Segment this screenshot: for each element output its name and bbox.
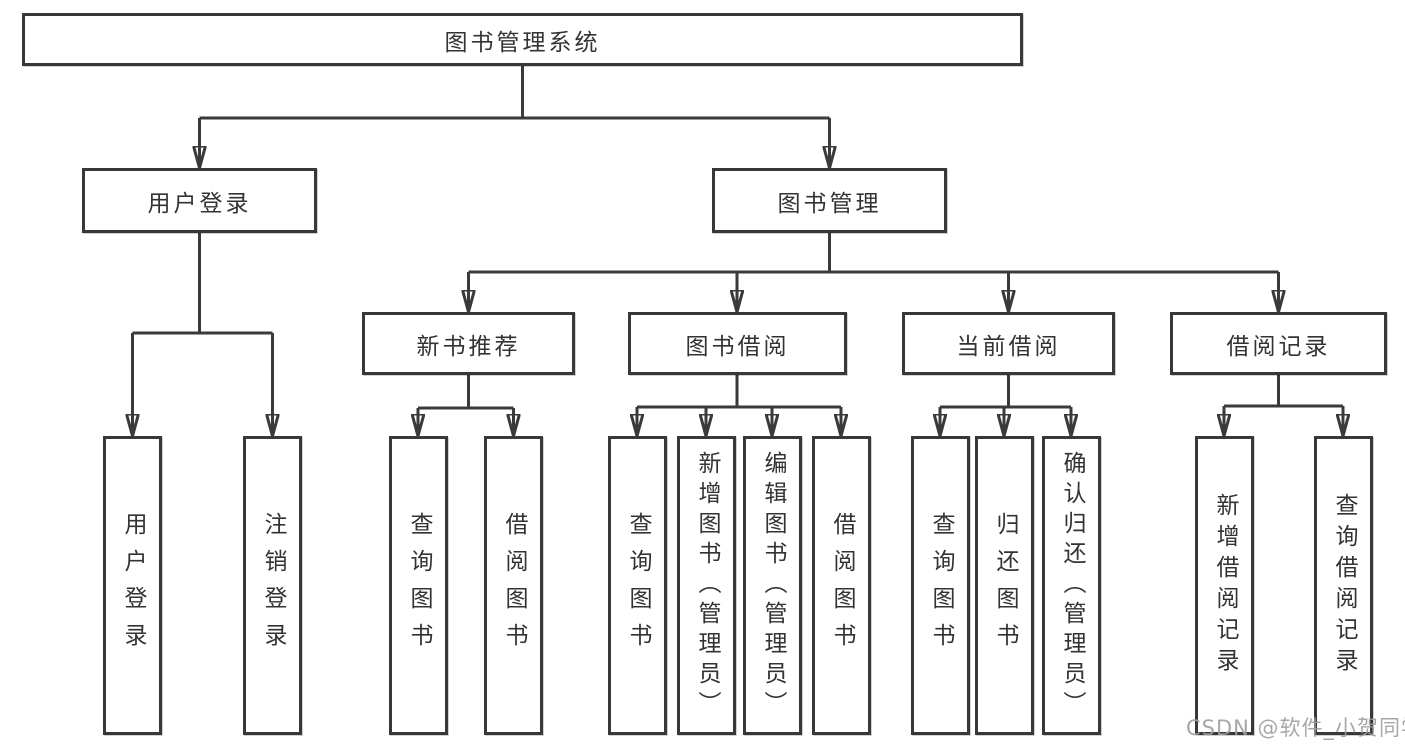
node-borrowing-records: 借阅记录 <box>1170 312 1387 375</box>
leaf-logout-label: 注销登录 <box>260 511 286 660</box>
leaf-borrow-books-label: 借阅图书 <box>501 511 527 660</box>
node-book-management: 图书管理 <box>712 168 947 233</box>
leaf-confirm-return-admin-label: 确认归还（管理员） <box>1059 450 1085 721</box>
leaf-add-borrow-record-label: 新增借阅记录 <box>1212 492 1238 679</box>
node-book-management-label: 图书管理 <box>777 190 882 217</box>
leaf-logout: 注销登录 <box>243 436 302 735</box>
leaf-borrow-books: 借阅图书 <box>484 436 543 735</box>
node-new-book-recommendation: 新书推荐 <box>362 312 575 375</box>
node-user-login-label: 用户登录 <box>147 190 252 217</box>
leaf-query-books-3-label: 查询图书 <box>928 511 954 660</box>
leaf-confirm-return-admin: 确认归还（管理员） <box>1042 436 1101 735</box>
leaf-user-login-label: 用户登录 <box>120 511 146 660</box>
leaf-add-borrow-record: 新增借阅记录 <box>1195 436 1254 735</box>
leaf-add-book-admin-label: 新增图书（管理员） <box>694 450 720 721</box>
leaf-borrow-books-2-label: 借阅图书 <box>829 511 855 660</box>
leaf-return-books: 归还图书 <box>975 436 1034 735</box>
node-root: 图书管理系统 <box>22 13 1023 66</box>
node-root-label: 图书管理系统 <box>444 29 601 56</box>
leaf-borrow-books-2: 借阅图书 <box>812 436 871 735</box>
node-book-borrowing-label: 图书借阅 <box>685 333 790 360</box>
leaf-query-books: 查询图书 <box>389 436 448 735</box>
leaf-query-borrow-record: 查询借阅记录 <box>1314 436 1373 735</box>
node-current-borrowing-label: 当前借阅 <box>956 333 1061 360</box>
leaf-query-borrow-record-label: 查询借阅记录 <box>1331 492 1357 679</box>
csdn-watermark: CSDN @软件_小贺同学 <box>1186 716 1405 740</box>
connector-trunks <box>132 66 1343 410</box>
leaf-user-login: 用户登录 <box>103 436 162 735</box>
leaf-return-books-label: 归还图书 <box>992 511 1018 660</box>
leaf-query-books-3: 查询图书 <box>911 436 970 735</box>
node-new-book-recommendation-label: 新书推荐 <box>416 333 521 360</box>
leaf-add-book-admin: 新增图书（管理员） <box>677 436 736 735</box>
node-borrowing-records-label: 借阅记录 <box>1226 333 1331 360</box>
leaf-edit-book-admin: 编辑图书（管理员） <box>743 436 802 735</box>
node-user-login: 用户登录 <box>82 168 317 233</box>
leaf-query-books-2: 查询图书 <box>608 436 667 735</box>
leaf-query-books-2-label: 查询图书 <box>625 511 651 660</box>
leaf-query-books-label: 查询图书 <box>406 511 432 660</box>
leaf-edit-book-admin-label: 编辑图书（管理员） <box>760 450 786 721</box>
node-book-borrowing: 图书借阅 <box>628 312 847 375</box>
node-current-borrowing: 当前借阅 <box>902 312 1115 375</box>
